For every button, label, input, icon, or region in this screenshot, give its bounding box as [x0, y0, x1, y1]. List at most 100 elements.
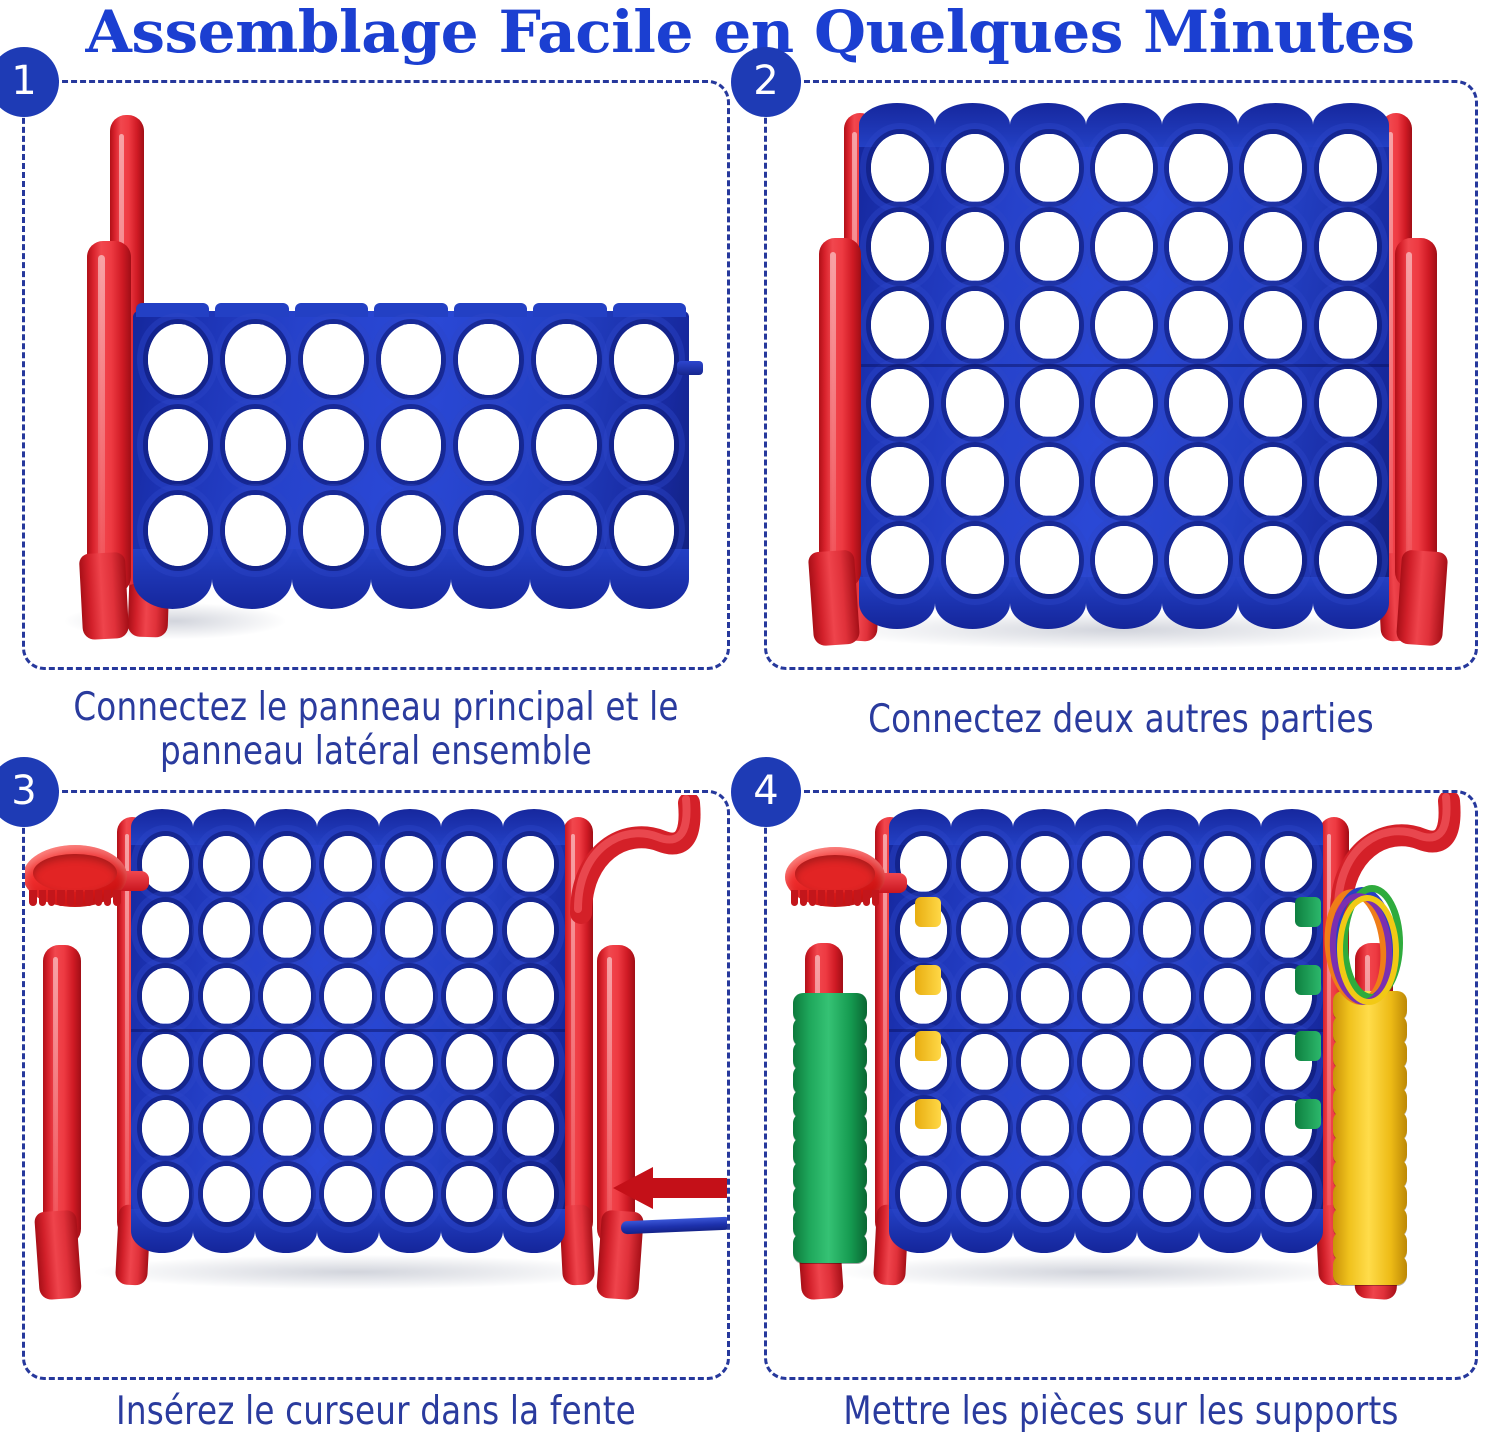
board-hole	[318, 1161, 379, 1227]
tray-teeth	[29, 889, 121, 906]
board-hole	[439, 1161, 500, 1227]
board-hole	[1236, 207, 1311, 285]
connector-peg	[677, 361, 703, 375]
board-hole	[378, 831, 439, 897]
board-hole	[893, 831, 954, 897]
board-hole	[863, 286, 938, 364]
board-hole	[196, 897, 257, 963]
board-hole	[1310, 521, 1385, 599]
red-foot-front	[78, 551, 130, 641]
blue-main-panel	[133, 303, 689, 609]
blue-board-assembled	[889, 809, 1323, 1253]
board-hole	[1197, 1029, 1258, 1095]
board-hole	[1076, 897, 1137, 963]
step-1-illustration	[25, 83, 727, 667]
board-hole	[1258, 1161, 1319, 1227]
red-front-post	[87, 241, 131, 593]
step-caption-2: Connectez deux autres parties	[868, 697, 1374, 742]
board-hole	[528, 402, 606, 487]
step-4-panel	[764, 790, 1478, 1380]
board-hole	[1087, 521, 1162, 599]
board-hole	[1310, 442, 1385, 520]
board-hole	[257, 831, 318, 897]
board-hole	[1015, 963, 1076, 1029]
board-hole	[1161, 442, 1236, 520]
board-hole	[954, 897, 1015, 963]
board-hole	[294, 488, 372, 573]
board-hole	[1076, 963, 1137, 1029]
board-hole	[1161, 129, 1236, 207]
hook-icon	[1330, 793, 1461, 924]
board-hole	[1236, 286, 1311, 364]
board-hole	[135, 831, 196, 897]
yellow-chip-stack	[1333, 991, 1407, 1331]
board-hole	[139, 488, 217, 573]
board-hole	[500, 963, 561, 1029]
board-hole	[135, 1095, 196, 1161]
board-hole	[1087, 129, 1162, 207]
board-hole	[1087, 207, 1162, 285]
board-hole	[1197, 1161, 1258, 1227]
board-hole	[954, 1095, 1015, 1161]
green-chip-peek	[1295, 897, 1321, 927]
green-chip-peek	[1295, 965, 1321, 995]
board-hole	[318, 831, 379, 897]
board-hole	[1136, 1029, 1197, 1095]
board-hole	[139, 317, 217, 402]
board-hole	[378, 963, 439, 1029]
board-hole	[196, 963, 257, 1029]
board-hole	[528, 317, 606, 402]
board-hole	[196, 1095, 257, 1161]
board-hole	[372, 488, 450, 573]
board-hole	[1161, 364, 1236, 442]
board-hole	[863, 207, 938, 285]
board-hole	[500, 1029, 561, 1095]
board-hole	[372, 402, 450, 487]
board-hole	[938, 286, 1013, 364]
step-badge-4: 4	[731, 757, 801, 827]
step-caption-4: Mettre les pièces sur les supports	[843, 1389, 1399, 1434]
board-hole	[1076, 1161, 1137, 1227]
board-hole	[1136, 963, 1197, 1029]
board-hole	[257, 1029, 318, 1095]
board-hole	[318, 897, 379, 963]
arrow-left-icon	[613, 1167, 727, 1209]
board-hole	[1012, 442, 1087, 520]
red-ring-tray	[785, 847, 885, 907]
board-hole	[257, 1161, 318, 1227]
board-hole	[135, 963, 196, 1029]
board-hole	[1161, 207, 1236, 285]
step-2-panel	[764, 80, 1478, 670]
board-hole	[257, 963, 318, 1029]
blue-board-assembled	[131, 809, 565, 1253]
board-hole	[378, 1161, 439, 1227]
board-hole	[938, 521, 1013, 599]
board-hole	[439, 1029, 500, 1095]
board-hole	[1197, 831, 1258, 897]
board-hole	[135, 897, 196, 963]
red-foot-front-left	[807, 549, 861, 647]
board-hole	[938, 207, 1013, 285]
yellow-chip-peek	[915, 1099, 941, 1129]
board-hole	[605, 488, 683, 573]
yellow-chip-peek	[915, 1031, 941, 1061]
step-badge-2: 2	[731, 47, 801, 117]
step-2-illustration	[767, 83, 1475, 667]
board-hole	[863, 521, 938, 599]
step-badge-3: 3	[0, 757, 59, 827]
step-3-panel	[22, 790, 730, 1380]
board-hole	[196, 1029, 257, 1095]
board-hole	[1015, 1161, 1076, 1227]
green-chip-peek	[1295, 1031, 1321, 1061]
red-foot-front-right	[1395, 549, 1449, 647]
board-hole	[893, 1161, 954, 1227]
board-hole	[1236, 442, 1311, 520]
board-hole	[1236, 129, 1311, 207]
board-hole	[1087, 442, 1162, 520]
board-hole	[257, 1095, 318, 1161]
green-chip-stack	[793, 993, 867, 1323]
red-arrow-indicator	[613, 1165, 727, 1211]
board-hole	[135, 1029, 196, 1095]
board-hole	[318, 1095, 379, 1161]
